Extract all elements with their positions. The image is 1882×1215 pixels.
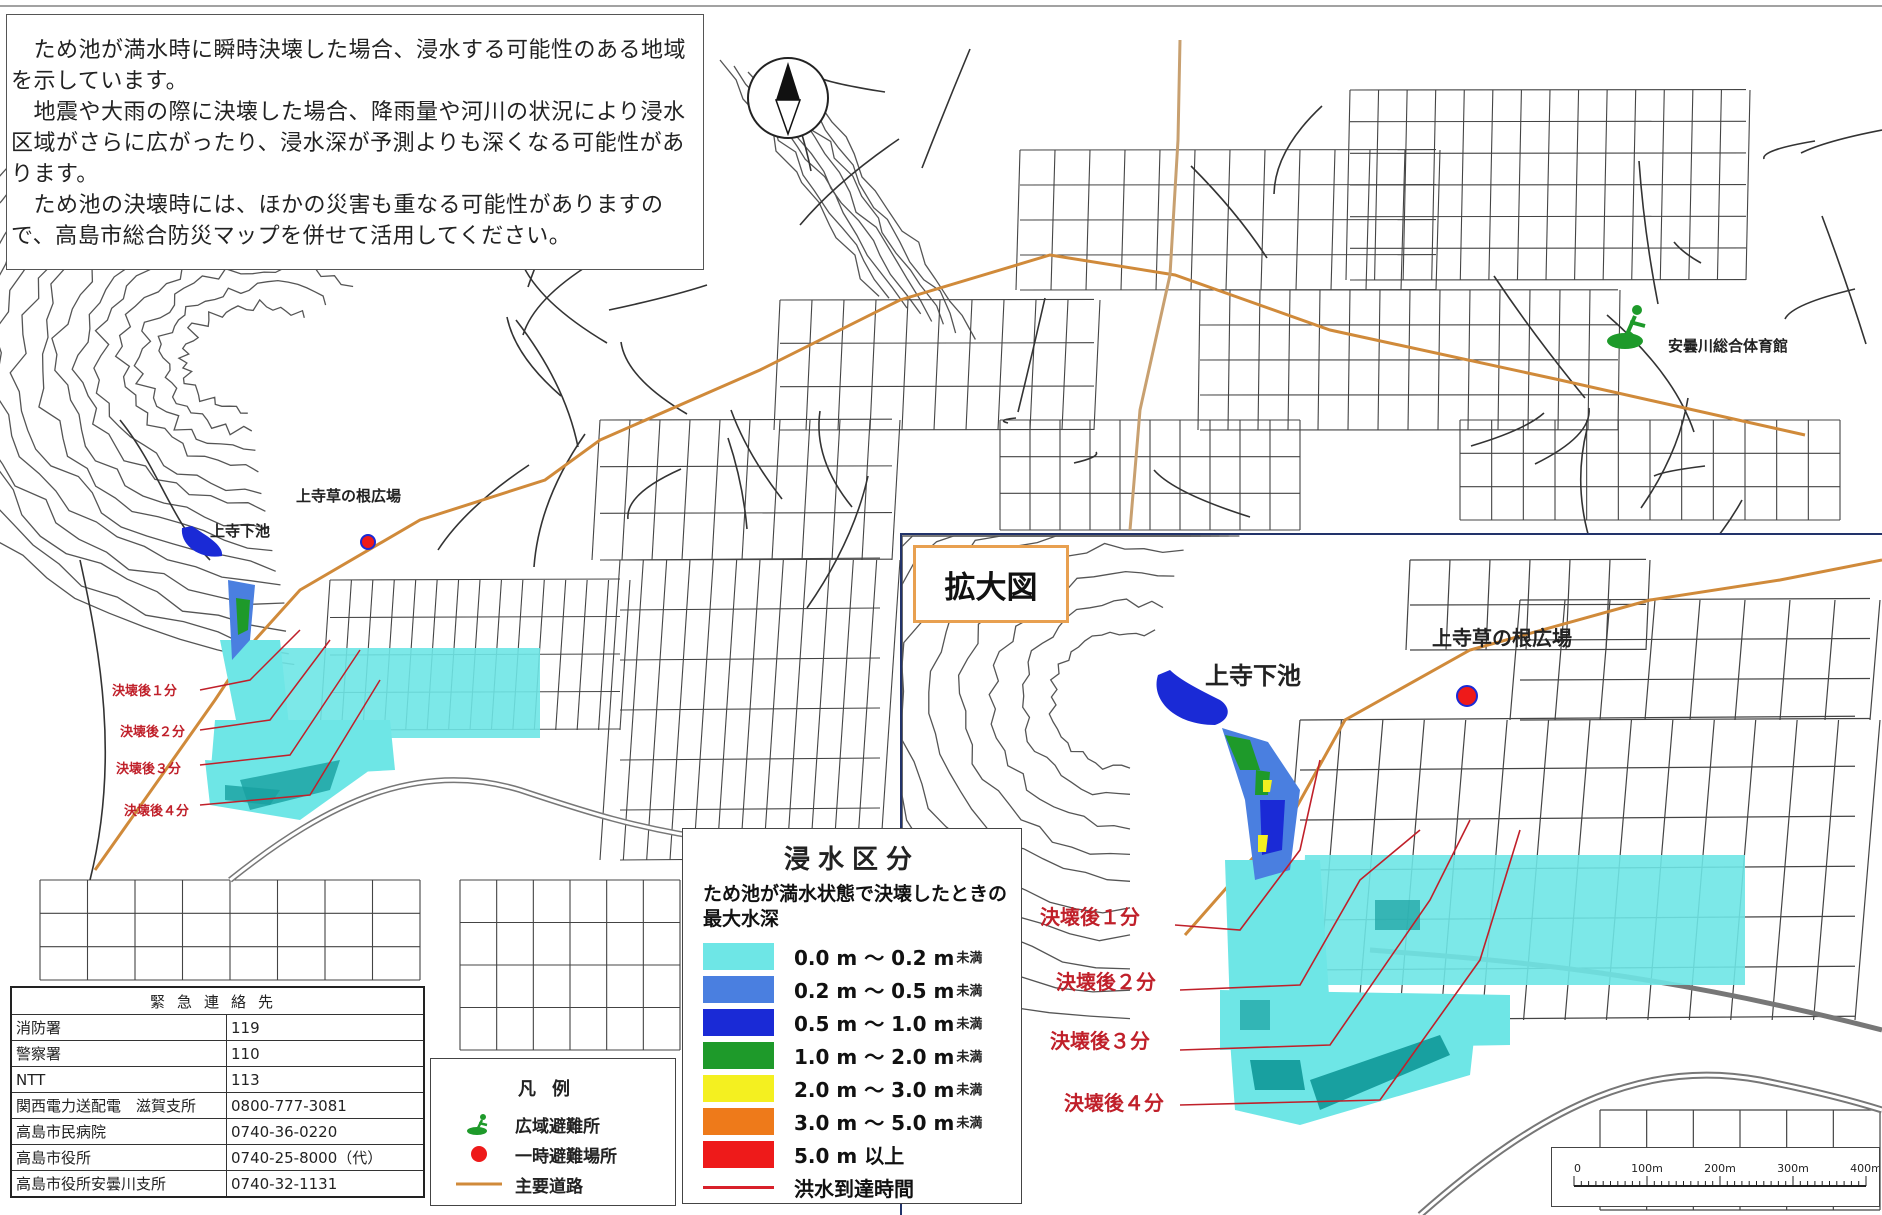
depth-range-label: 3.0 m 〜 5.0 m <box>794 1111 955 1135</box>
symbol-legend-title: 凡例 <box>518 1079 586 1100</box>
intro-paragraph-2: 地震や大雨の際に決壊した場合、降雨量や河川の状況により浸水区域がさらに広がったり… <box>11 100 686 187</box>
depth-unit-suffix: 未満 <box>956 1050 983 1065</box>
depth-swatch <box>703 976 774 1003</box>
contact-name: 消防署 <box>10 1014 227 1041</box>
depth-range-label: 0.2 m 〜 0.5 m <box>794 979 955 1003</box>
enlarged-pond-label: 上寺下池 <box>1205 662 1301 690</box>
intro-paragraph-3: ため池の決壊時には、ほかの災害も重なる可能性がありますので、高島市総合防災マップ… <box>11 193 664 249</box>
expressway-inner <box>229 778 721 882</box>
wide-shelter-icon <box>453 1113 505 1135</box>
contact-phone: 0800-777-3081 <box>226 1092 425 1119</box>
scale-bar: 0 100m 200m 300m 400m <box>1551 1147 1882 1207</box>
flood-time-label: 洪水到達時間 <box>794 1177 914 1201</box>
main-road <box>93 253 1806 871</box>
enlarged-time-label-2: 決壊後２分 <box>1056 970 1156 994</box>
depth-swatch <box>703 1009 774 1036</box>
main-road-label: 主要道路 <box>515 1176 583 1197</box>
scale-tick-label: 300m <box>1777 1162 1809 1175</box>
enlarged-time-label-1: 決壊後１分 <box>1040 905 1140 929</box>
depth-unit-suffix: 未満 <box>956 1017 983 1032</box>
depth-range-label: 0.5 m 〜 1.0 m <box>794 1012 955 1036</box>
contact-phone: 0740-36-0220 <box>226 1118 425 1145</box>
depth-swatch <box>703 1075 774 1102</box>
enlarged-map <box>901 534 1882 1215</box>
flood-area-overview <box>181 526 540 820</box>
wide-shelter-label: 広域避難所 <box>515 1116 600 1137</box>
flood-time-line-swatch <box>703 1186 774 1189</box>
depth-swatch <box>703 1141 774 1168</box>
scale-bar-graphic: 0 100m 200m 300m 400m <box>1573 1162 1882 1187</box>
depth-swatch <box>703 1042 774 1069</box>
compass-icon <box>747 57 829 139</box>
enlarged-title: 拡大図 <box>913 545 1069 623</box>
contact-name: 警察署 <box>10 1040 227 1067</box>
gym-label: 安曇川総合体育館 <box>1668 337 1789 355</box>
enlarged-time-label-4: 決壊後４分 <box>1064 1091 1164 1115</box>
contact-name: 高島市役所 <box>10 1144 227 1171</box>
flood-time-lines-overview <box>199 629 381 806</box>
depth-unit-suffix: 未満 <box>956 1116 983 1131</box>
temp-shelter-icon <box>453 1144 505 1164</box>
intro-notice: ため池が満水時に瞬時決壊した場合、浸水する可能性のある地域を示しています。 地震… <box>6 14 704 270</box>
time-label-1: 決壊後１分 <box>112 684 178 699</box>
contact-name: 高島市民病院 <box>10 1118 227 1145</box>
depth-unit-suffix: 未満 <box>956 984 983 999</box>
depth-unit-suffix: 未満 <box>956 951 983 966</box>
depth-legend-title: 浸水区分 <box>783 845 920 875</box>
time-label-3: 決壊後３分 <box>116 762 182 777</box>
contact-phone: 113 <box>226 1066 425 1093</box>
pond-label: 上寺下池 <box>210 522 271 540</box>
scale-tick-label: 400m <box>1850 1162 1879 1175</box>
depth-class-row: 5.0 m 以上 <box>703 1138 1021 1171</box>
depth-range-label: 1.0 m 〜 2.0 m <box>794 1045 955 1069</box>
pond-shape <box>1156 670 1228 725</box>
intro-paragraph-1: ため池が満水時に瞬時決壊した場合、浸水する可能性のある地域を示しています。 <box>11 38 687 94</box>
depth-range-label: 0.0 m 〜 0.2 m <box>794 946 955 970</box>
contact-name: 関西電力送配電 滋賀支所 <box>10 1092 227 1119</box>
wide-shelter-marker-icon <box>1607 305 1646 349</box>
enlarged-time-label-3: 決壊後３分 <box>1050 1029 1150 1053</box>
contacts-title: 緊急連絡先 <box>10 986 425 1015</box>
scale-tick-label: 0 <box>1574 1162 1581 1175</box>
depth-swatch <box>703 1108 774 1135</box>
plaza-label: 上寺草の根広場 <box>296 487 402 505</box>
contact-phone: 0740-32-1131 <box>226 1170 425 1198</box>
symbol-legend: 凡例 広域避難所 一時避難場所 主要道路 <box>430 1058 676 1206</box>
contact-name: 高島市役所安曇川支所 <box>10 1170 227 1198</box>
contact-phone: 119 <box>226 1014 425 1041</box>
contact-phone: 0740-25-8000（代） <box>226 1144 425 1171</box>
scale-tick-label: 200m <box>1704 1162 1736 1175</box>
time-label-2: 決壊後２分 <box>120 725 186 740</box>
depth-range-label: 5.0 m 以上 <box>794 1144 905 1168</box>
depth-legend-subtitle: ため池が満水状態で決壊したときの最大水深 <box>703 883 1008 930</box>
enlarged-plaza-label: 上寺草の根広場 <box>1432 626 1572 650</box>
depth-swatch <box>703 943 774 970</box>
main-road-north <box>1128 39 1182 531</box>
contact-name: NTT <box>10 1066 227 1093</box>
time-label-4: 決壊後４分 <box>124 804 190 819</box>
temp-shelter-label: 一時避難場所 <box>515 1146 617 1167</box>
depth-unit-suffix: 未満 <box>956 1083 983 1098</box>
scale-tick-label: 100m <box>1631 1162 1663 1175</box>
temp-shelter-marker-icon <box>360 534 376 550</box>
main-road-icon <box>453 1180 505 1188</box>
enlarged-temp-shelter-marker-icon <box>1456 685 1478 707</box>
depth-range-label: 2.0 m 〜 3.0 m <box>794 1078 955 1102</box>
contact-phone: 110 <box>226 1040 425 1067</box>
